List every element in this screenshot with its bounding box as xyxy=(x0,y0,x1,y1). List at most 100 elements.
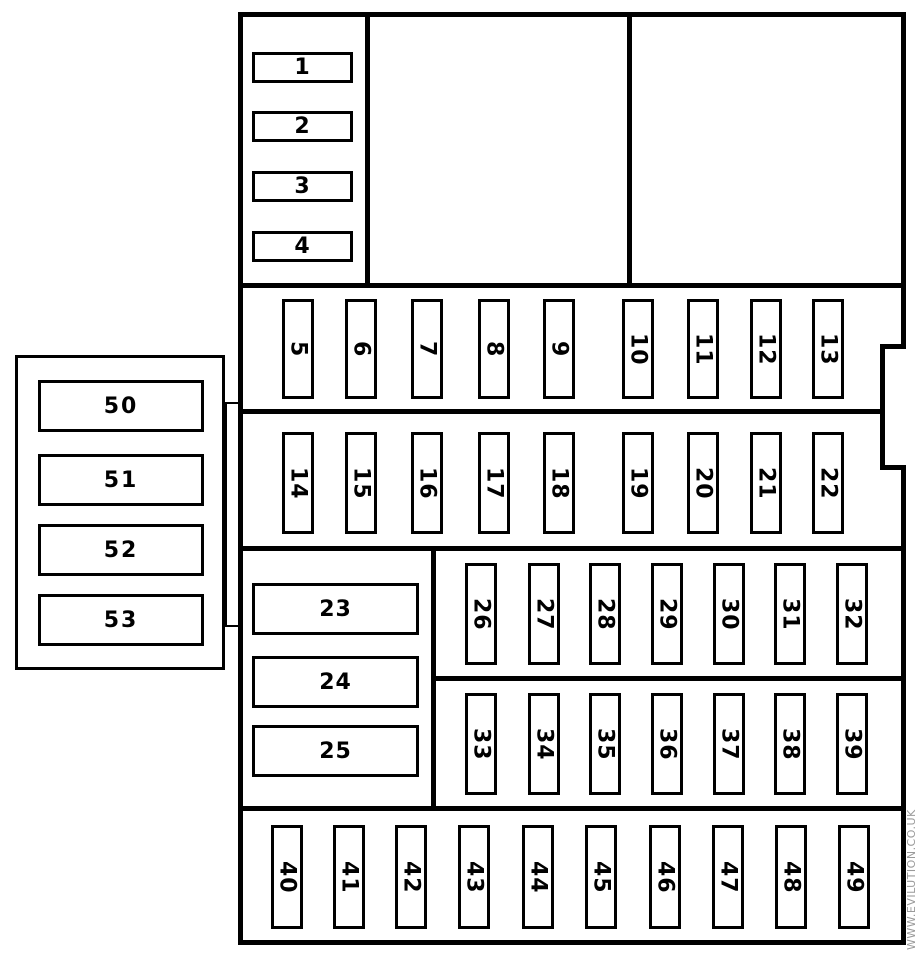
fuse-49: 49 xyxy=(838,825,870,929)
fuse-16: 16 xyxy=(411,432,443,534)
fuse-43: 43 xyxy=(458,825,490,929)
fuse-label: 38 xyxy=(777,727,803,761)
notch-edge-top xyxy=(880,344,906,349)
divider-h5 xyxy=(238,806,906,811)
fuse-label: 25 xyxy=(319,738,352,764)
fuse-39: 39 xyxy=(836,693,868,795)
fuse-label: 49 xyxy=(841,860,867,894)
fuse-11: 11 xyxy=(687,299,719,399)
fuse-label: 18 xyxy=(546,466,572,500)
fuse-label: 48 xyxy=(778,860,804,894)
fuse-label: 16 xyxy=(414,466,440,500)
fuse-label: 36 xyxy=(654,727,680,761)
fuse-3: 3 xyxy=(252,171,353,202)
fuse-label: 4 xyxy=(294,234,311,259)
fuse-label: 13 xyxy=(815,332,841,366)
fuse-33: 33 xyxy=(465,693,497,795)
fuse-25: 25 xyxy=(252,725,419,777)
fuse-label: 8 xyxy=(481,340,507,358)
fuse-30: 30 xyxy=(713,563,745,665)
fuse-12: 12 xyxy=(750,299,782,399)
fuse-label: 1 xyxy=(294,55,311,80)
fuse-8: 8 xyxy=(478,299,510,399)
fuse-15: 15 xyxy=(345,432,377,534)
fuse-label: 35 xyxy=(592,727,618,761)
fuse-50: 50 xyxy=(38,380,204,432)
fuse-label: 26 xyxy=(468,597,494,631)
fuse-44: 44 xyxy=(522,825,554,929)
fuse-label: 33 xyxy=(468,727,494,761)
fuse-31: 31 xyxy=(774,563,806,665)
fuse-34: 34 xyxy=(528,693,560,795)
divider-h1 xyxy=(238,283,906,288)
fuse-7: 7 xyxy=(411,299,443,399)
fuse-label: 12 xyxy=(753,332,779,366)
fuse-20: 20 xyxy=(687,432,719,534)
watermark-text: WWW.EVILUTION.CO.UK xyxy=(905,809,918,950)
divider-top-v2 xyxy=(627,12,632,287)
divider-top-v1 xyxy=(365,12,370,287)
fuse-label: 39 xyxy=(839,727,865,761)
fuse-label: 32 xyxy=(839,597,865,631)
fuse-28: 28 xyxy=(589,563,621,665)
fuse-label: 31 xyxy=(777,597,803,631)
fuse-box-notch xyxy=(880,346,910,468)
fuse-37: 37 xyxy=(713,693,745,795)
fuse-label: 40 xyxy=(274,860,300,894)
fuse-41: 41 xyxy=(333,825,365,929)
notch-edge-bottom xyxy=(880,465,906,470)
fuse-label: 34 xyxy=(531,727,557,761)
fuse-19: 19 xyxy=(622,432,654,534)
fuse-35: 35 xyxy=(589,693,621,795)
fuse-17: 17 xyxy=(478,432,510,534)
fuse-label: 24 xyxy=(319,669,352,695)
fuse-26: 26 xyxy=(465,563,497,665)
fuse-label: 17 xyxy=(481,466,507,500)
fuse-40: 40 xyxy=(271,825,303,929)
fuse-label: 5 xyxy=(285,340,311,358)
connector-bottom xyxy=(225,625,242,627)
fuse-label: 44 xyxy=(525,860,551,894)
connector-vertical xyxy=(225,402,227,627)
fuse-45: 45 xyxy=(585,825,617,929)
fuse-label: 28 xyxy=(592,597,618,631)
fuse-label: 43 xyxy=(461,860,487,894)
fuse-label: 3 xyxy=(294,174,311,199)
fuse-label: 51 xyxy=(103,467,139,493)
fuse-label: 14 xyxy=(285,466,311,500)
fuse-46: 46 xyxy=(649,825,681,929)
fuse-label: 37 xyxy=(716,727,742,761)
fuse-6: 6 xyxy=(345,299,377,399)
fuse-1: 1 xyxy=(252,52,353,83)
fuse-label: 6 xyxy=(348,340,374,358)
fuse-51: 51 xyxy=(38,454,204,506)
fuse-label: 9 xyxy=(546,340,572,358)
fuse-label: 30 xyxy=(716,597,742,631)
fuse-42: 42 xyxy=(395,825,427,929)
fuse-18: 18 xyxy=(543,432,575,534)
fuse-label: 7 xyxy=(414,340,440,358)
fuse-24: 24 xyxy=(252,656,419,708)
fuse-53: 53 xyxy=(38,594,204,646)
fuse-4: 4 xyxy=(252,231,353,262)
fuse-32: 32 xyxy=(836,563,868,665)
fuse-29: 29 xyxy=(651,563,683,665)
fuse-27: 27 xyxy=(528,563,560,665)
fuse-label: 2 xyxy=(294,114,311,139)
fuse-label: 52 xyxy=(103,537,139,563)
fuse-label: 45 xyxy=(588,860,614,894)
aux-fuse-block: 50 51 52 53 xyxy=(15,355,225,670)
fuse-2: 2 xyxy=(252,111,353,142)
fuse-label: 53 xyxy=(103,607,139,633)
fuse-21: 21 xyxy=(750,432,782,534)
fuse-38: 38 xyxy=(774,693,806,795)
fuse-36: 36 xyxy=(651,693,683,795)
fuse-9: 9 xyxy=(543,299,575,399)
fuse-label: 46 xyxy=(652,860,678,894)
fuse-label: 23 xyxy=(319,596,352,622)
fuse-47: 47 xyxy=(712,825,744,929)
fuse-label: 19 xyxy=(625,466,651,500)
fuse-label: 29 xyxy=(654,597,680,631)
fuse-label: 11 xyxy=(690,332,716,366)
fuse-label: 22 xyxy=(815,466,841,500)
